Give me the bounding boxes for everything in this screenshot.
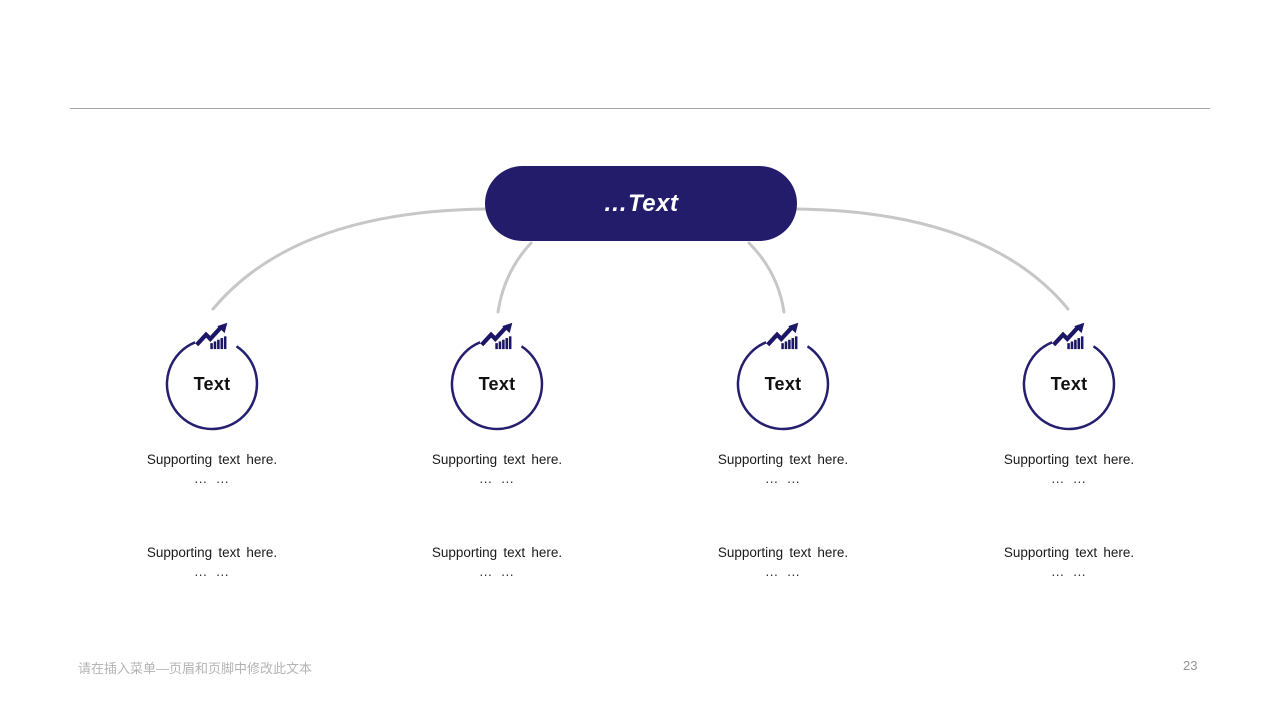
connector-line-2 (496, 241, 533, 314)
supporting-text-line: Supporting text here. (717, 545, 849, 560)
page-number: 23 (1183, 658, 1198, 673)
supporting-text-ellipsis: … … (764, 471, 802, 486)
supporting-text-line: Supporting text here. (1003, 452, 1135, 467)
supporting-text-block: Supporting text here. … … (397, 543, 597, 581)
supporting-text-ellipsis: … … (193, 471, 231, 486)
branch-node-label: Text (764, 373, 802, 394)
supporting-text-block: Supporting text here. … … (969, 450, 1169, 488)
branch-column-3: Text Supporting text here. … … Supportin… (683, 322, 883, 581)
supporting-text-block: Supporting text here. … … (969, 543, 1169, 581)
supporting-text-line: Supporting text here. (1003, 545, 1135, 560)
branch-node: Text (735, 322, 831, 432)
connector-line-3 (747, 241, 786, 314)
supporting-text-ellipsis: … … (478, 471, 516, 486)
trend-chart-icon (480, 322, 513, 350)
supporting-text-ellipsis: … … (193, 564, 231, 579)
branch-column-4: Text Supporting text here. … … Supportin… (969, 322, 1169, 581)
branch-node-label: Text (1050, 373, 1088, 394)
trend-chart-icon (195, 322, 228, 350)
supporting-text-block: Supporting text here. … … (112, 543, 312, 581)
branch-node-label: Text (478, 373, 516, 394)
root-node-label: …Text (603, 189, 679, 217)
connector-line-4 (793, 207, 1070, 311)
supporting-text-block: Supporting text here. … … (112, 450, 312, 488)
branch-node: Text (1021, 322, 1117, 432)
root-node: …Text (485, 166, 797, 241)
footer-placeholder-text: 请在插入菜单—页眉和页脚中修改此文本 (78, 661, 313, 676)
circle-outline (736, 341, 830, 431)
circle-outline (450, 341, 544, 431)
supporting-text-ellipsis: … … (1050, 564, 1088, 579)
branch-column-2: Text Supporting text here. … … Supportin… (397, 322, 597, 581)
connector-line-1 (211, 207, 489, 311)
supporting-text-line: Supporting text here. (717, 452, 849, 467)
supporting-text-line: Supporting text here. (146, 545, 278, 560)
supporting-text-block: Supporting text here. … … (397, 450, 597, 488)
branch-node: Text (449, 322, 545, 432)
trend-chart-icon (1052, 322, 1085, 350)
branch-node: Text (164, 322, 260, 432)
circle-outline (1022, 341, 1116, 431)
supporting-text-ellipsis: … … (764, 564, 802, 579)
supporting-text-ellipsis: … … (1050, 471, 1088, 486)
supporting-text-line: Supporting text here. (431, 452, 563, 467)
circle-outline (165, 341, 259, 431)
supporting-text-line: Supporting text here. (146, 452, 278, 467)
supporting-text-line: Supporting text here. (431, 545, 563, 560)
supporting-text-block: Supporting text here. … … (683, 543, 883, 581)
branch-column-1: Text Supporting text here. … … Supportin… (112, 322, 312, 581)
supporting-text-ellipsis: … … (478, 564, 516, 579)
supporting-text-block: Supporting text here. … … (683, 450, 883, 488)
header-divider-line (70, 108, 1210, 109)
branch-node-label: Text (193, 373, 231, 394)
trend-chart-icon (766, 322, 799, 350)
